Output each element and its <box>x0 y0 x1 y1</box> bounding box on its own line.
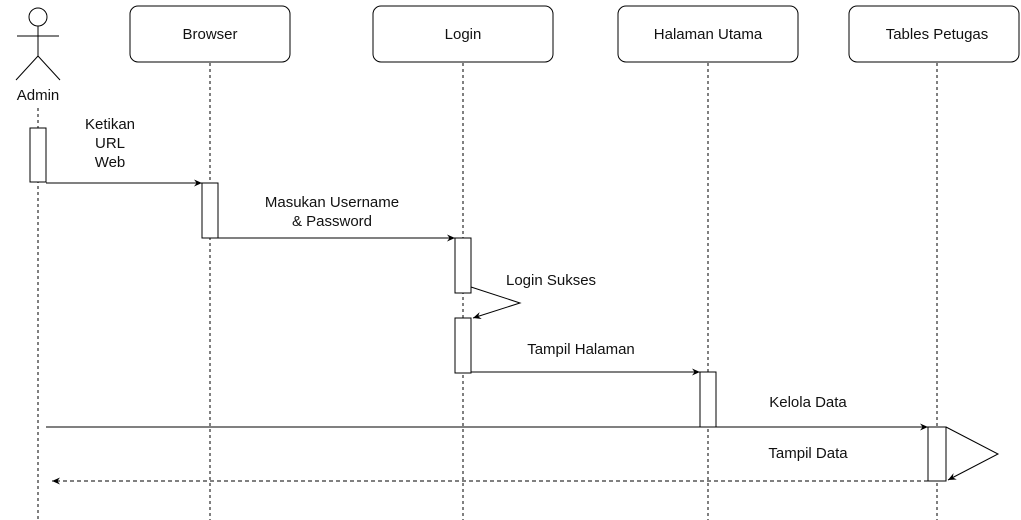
message-tampil-data: Tampil Data <box>52 445 928 485</box>
message-masukan-username-password: Masukan Username & Password <box>218 194 455 242</box>
message-tampil-halaman: Tampil Halaman <box>471 341 700 376</box>
activation-login-2 <box>454 317 472 374</box>
activation-admin <box>29 127 47 183</box>
participant-label: Login <box>445 26 482 43</box>
message-label-line: Web <box>95 154 126 171</box>
message-label-line: Ketikan <box>85 116 135 133</box>
participant-label: Halaman Utama <box>654 26 763 43</box>
actor-label: Admin <box>17 87 60 104</box>
message-arrow <box>470 286 522 319</box>
participant-box <box>129 5 291 63</box>
participant-box <box>617 5 799 63</box>
self-loop-tables-petugas <box>945 426 1000 481</box>
activation-login-1 <box>454 237 472 294</box>
actor-admin: Admin <box>15 7 61 104</box>
message-login-sukses: Login Sukses <box>470 272 596 319</box>
participant-halaman-utama: Halaman Utama <box>617 5 799 63</box>
participant-browser: Browser <box>129 5 291 63</box>
message-kelola-data: Kelola Data <box>46 394 928 431</box>
message-arrow <box>945 426 1000 481</box>
message-ketikan-url-web: Ketikan URL Web <box>46 116 202 187</box>
actor-right-leg <box>37 55 61 81</box>
participant-tables-petugas: Tables Petugas <box>848 5 1020 63</box>
participant-label: Tables Petugas <box>886 26 989 43</box>
participant-label: Browser <box>182 26 237 43</box>
message-label-line: URL <box>95 135 125 152</box>
message-label-line: Tampil Halaman <box>527 341 635 358</box>
activation-tables-petugas <box>927 426 947 482</box>
message-label-line: Masukan Username <box>265 194 399 211</box>
activation-browser <box>201 182 219 239</box>
participant-box <box>372 5 554 63</box>
participant-box <box>848 5 1020 63</box>
message-label-line: Kelola Data <box>769 394 847 411</box>
activation-halaman-utama <box>699 371 717 428</box>
actor-head <box>28 7 48 27</box>
message-label-line: Tampil Data <box>768 445 848 462</box>
actor-left-leg <box>15 55 39 81</box>
participant-login: Login <box>372 5 554 63</box>
message-label-line: Login Sukses <box>506 272 596 289</box>
message-label-line: & Password <box>292 213 372 230</box>
